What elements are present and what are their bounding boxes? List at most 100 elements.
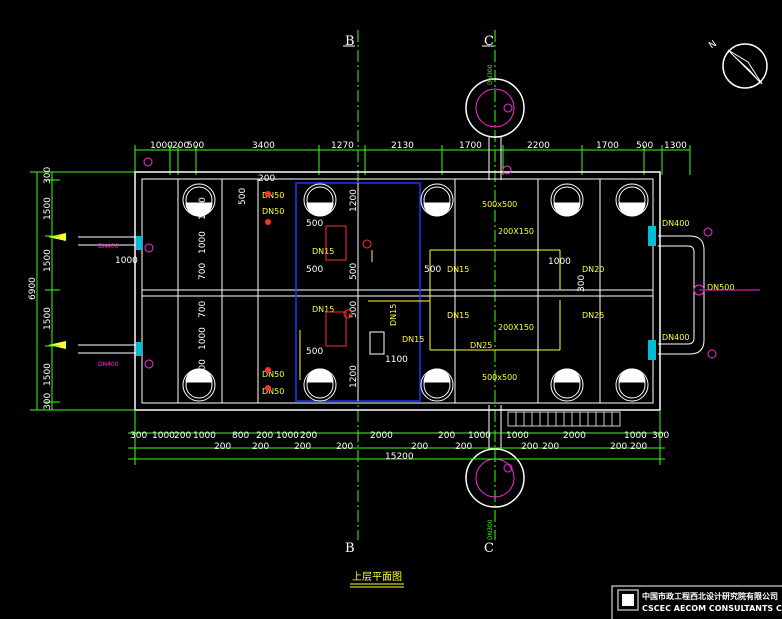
dim-inner-1200a: 1200 (349, 189, 359, 212)
dim-bot2-3: 200 (336, 442, 353, 452)
dn50-b: DN50 (262, 207, 284, 216)
dn50-a: DN50 (262, 191, 284, 200)
tank-outer-wall (134, 171, 661, 411)
dim-bot2-2: 200 (294, 442, 311, 452)
diffuser-2 (303, 183, 337, 217)
dim-total-width: 15200 (385, 452, 414, 462)
dim-inner-1300a: 1300 (198, 197, 208, 220)
diffuser-6 (182, 368, 216, 402)
dn300-bottom: DN300 (487, 519, 494, 540)
dim-top-6: 1700 (459, 141, 482, 151)
company-logo-icon (617, 589, 639, 611)
dn50-c: DN50 (262, 370, 284, 379)
north-arrow-icon: N (707, 39, 768, 89)
box-200x150-bot: 200X150 (498, 323, 534, 332)
diffuser-1 (182, 183, 216, 217)
diffuser-7 (303, 368, 337, 402)
dn50-d: DN50 (262, 387, 284, 396)
axis-c-top: C (484, 34, 494, 49)
diffuser-3 (420, 183, 454, 217)
dim-left-1: 1500 (43, 197, 53, 220)
dim-inner-500c: 500 (306, 347, 323, 357)
dn15-f: DN15 (389, 304, 398, 326)
dim-bot2-5: 200 (455, 442, 472, 452)
dim-top-0: 1000 (150, 141, 173, 151)
dim-inner-300a: 300 (577, 275, 587, 292)
dim-bot2-1: 200 (252, 442, 269, 452)
dn400-right-top: DN400 (662, 219, 689, 228)
company-name-cn: 中国市政工程西北设计研究院有限公司 (642, 591, 778, 601)
dn300-top: DN300 (487, 64, 494, 85)
diffuser-4 (550, 183, 584, 217)
dim-left-0: 300 (43, 167, 53, 184)
dim-inner-1200b: 1200 (349, 365, 359, 388)
dim-top-2: 500 (187, 141, 204, 151)
dim-top-4: 1270 (331, 141, 354, 151)
dn20: DN20 (582, 265, 604, 274)
company-name-en: CSCEC AECOM CONSULTANTS C (642, 604, 782, 613)
dim-inner-700a: 700 (198, 263, 208, 280)
dim-bot1-8: 2000 (370, 431, 393, 441)
dim-bot1-6: 1000 (276, 431, 299, 441)
dim-bot1-14: 300 (652, 431, 669, 441)
dim-total-height: 6900 (28, 277, 38, 300)
dim-top-5: 2130 (391, 141, 414, 151)
title-block: 中国市政工程西北设计研究院有限公司 CSCEC AECOM CONSULTANT… (611, 585, 782, 619)
dn15-a: DN15 (312, 247, 334, 256)
plan-title: 上层平面图 (352, 571, 402, 583)
dim-bot1-0: 300 (130, 431, 147, 441)
dn15-c: DN15 (447, 265, 469, 274)
dim-bot1-9: 200 (438, 431, 455, 441)
dim-left-4: 1500 (43, 363, 53, 386)
dim-top-9: 500 (636, 141, 653, 151)
dim-bot1-12: 2000 (563, 431, 586, 441)
dim-inner-500d: 500 (424, 265, 441, 275)
dim-bot2-4: 200 (411, 442, 428, 452)
dim-left-2: 1500 (43, 249, 53, 272)
axis-b-bottom: B (345, 541, 355, 556)
dim-top-3: 3400 (252, 141, 275, 151)
diffuser-8 (420, 368, 454, 402)
dim-bot1-4: 800 (232, 431, 249, 441)
dim-bot1-11: 1000 (506, 431, 529, 441)
dim-inner-1000a: 1000 (198, 231, 208, 254)
diffuser-5 (615, 183, 649, 217)
dim-inner-1000d: 1000 (115, 256, 138, 266)
dn400-left-bot: DN400 (98, 361, 119, 368)
dn400-left-top: DN400 (98, 243, 119, 250)
dim-inner-200: 200 (258, 174, 275, 184)
dim-bot2-9: 200 (630, 442, 647, 452)
dim-bot2-6: 200 (521, 442, 538, 452)
dim-bot1-2: 200 (174, 431, 191, 441)
dn400-right-bot: DN400 (662, 333, 689, 342)
dim-top-10: 1300 (664, 141, 687, 151)
right-outlet-pipe (658, 235, 705, 355)
dim-inner-500f: 500 (349, 301, 359, 318)
diffuser-10 (615, 368, 649, 402)
dn15-e: DN15 (402, 335, 424, 344)
dim-bot1-3: 1000 (193, 431, 216, 441)
axis-b-top: B (345, 34, 355, 49)
dim-inner-1000b: 1000 (198, 327, 208, 350)
dim-inner-500a: 500 (306, 219, 323, 229)
dim-bot1-5: 200 (256, 431, 273, 441)
dn25-b: DN25 (470, 341, 492, 350)
dim-bot1-7: 200 (300, 431, 317, 441)
dim-top-1: 200 (172, 141, 189, 151)
axis-c-bottom: C (484, 541, 494, 556)
dim-left-3: 1500 (43, 307, 53, 330)
dim-inner-500g: 500 (349, 263, 359, 280)
box-200x150-top: 200X150 (498, 227, 534, 236)
dim-inner-500b: 500 (306, 265, 323, 275)
dn15-d: DN15 (447, 311, 469, 320)
dim-top-8: 1700 (596, 141, 619, 151)
dn15-b: DN15 (312, 305, 334, 314)
dim-inner-500e: 500 (238, 188, 248, 205)
box-500x500-top: 500x500 (482, 200, 517, 209)
dim-bot2-7: 200 (542, 442, 559, 452)
dn25-a: DN25 (582, 311, 604, 320)
dim-inner-700b: 700 (198, 301, 208, 318)
dim-bot1-1: 1000 (152, 431, 175, 441)
dim-bot1-10: 1000 (468, 431, 491, 441)
